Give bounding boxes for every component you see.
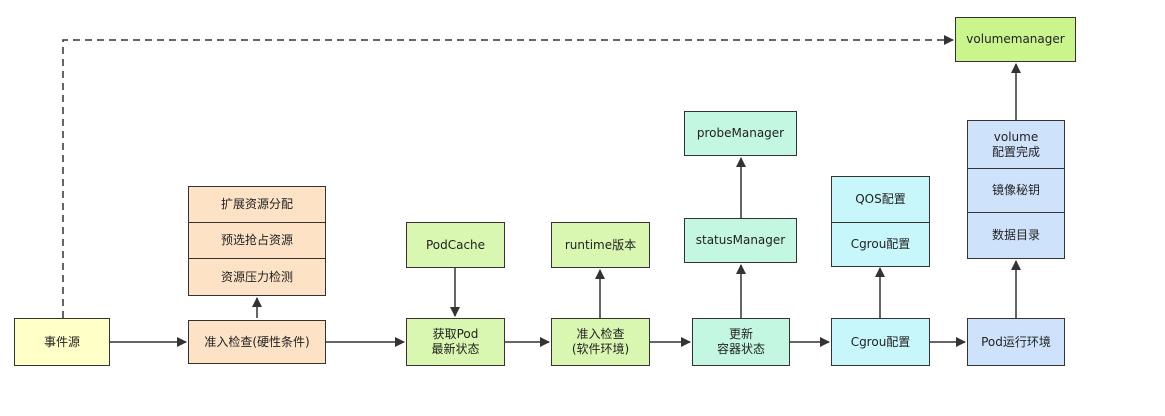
node-volume-manager: volumemanager xyxy=(955,17,1076,62)
node-qos-config: QOS配置 xyxy=(831,176,930,223)
node-resource-pressure: 资源压力检测 xyxy=(188,258,326,296)
node-get-pod-state: 获取Pod 最新状态 xyxy=(406,318,505,366)
node-status-manager: statusManager xyxy=(684,218,797,263)
node-runtime-version: runtime版本 xyxy=(551,222,650,268)
node-preempt-resource: 预选抢占资源 xyxy=(188,221,326,260)
node-extend-resource: 扩展资源分配 xyxy=(188,186,326,223)
node-cgroup-config-top: Cgrou配置 xyxy=(831,221,930,267)
node-data-dir: 数据目录 xyxy=(967,212,1065,259)
node-cgroup-config: Cgrou配置 xyxy=(831,318,930,366)
node-volume-config-done: volume 配置完成 xyxy=(967,120,1065,169)
node-probe-manager: probeManager xyxy=(684,111,797,156)
node-admit-check-hard: 准入检查(硬性条件) xyxy=(188,320,326,364)
node-pod-cache: PodCache xyxy=(406,222,505,268)
node-update-container-state: 更新 容器状态 xyxy=(692,318,790,366)
dashed-arrow-event-to-volumemanager xyxy=(62,35,954,318)
node-event-source: 事件源 xyxy=(14,318,110,366)
node-admit-check-soft: 准入检查 (软件环境) xyxy=(551,318,650,366)
node-pod-runtime-env: Pod运行环境 xyxy=(967,318,1065,366)
node-image-secret: 镜像秘钥 xyxy=(967,167,1065,214)
